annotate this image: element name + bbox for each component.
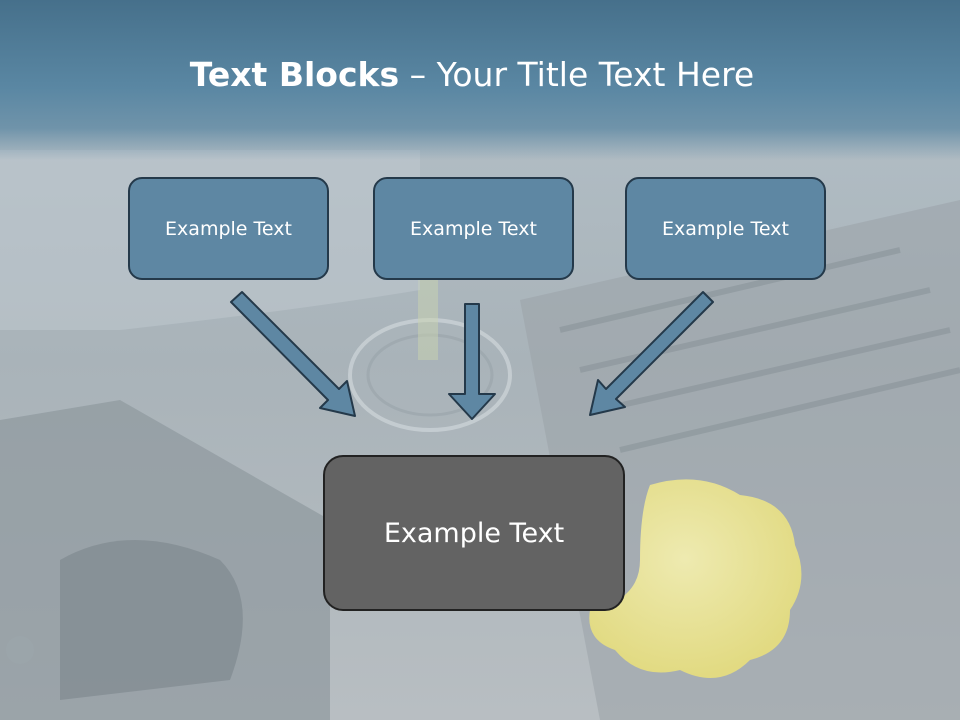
header-band <box>0 0 960 160</box>
title-rest: – Your Title Text Here <box>399 55 755 94</box>
arrow-down-left-icon[interactable] <box>589 291 714 416</box>
text-block-3[interactable]: Example Text <box>625 177 826 280</box>
main-text-block-label: Example Text <box>383 517 565 549</box>
text-block-2-label: Example Text <box>410 217 537 240</box>
title-bold: Text Blocks <box>189 55 400 94</box>
slide-title: Text Blocks – Your Title Text Here <box>0 52 944 98</box>
main-text-block[interactable]: Example Text <box>323 455 625 611</box>
text-block-1-label: Example Text <box>165 217 292 240</box>
text-block-3-label: Example Text <box>662 217 789 240</box>
text-block-2[interactable]: Example Text <box>373 177 574 280</box>
arrow-down-right-icon[interactable] <box>230 291 356 417</box>
arrow-down-icon[interactable] <box>448 303 496 420</box>
text-block-1[interactable]: Example Text <box>128 177 329 280</box>
